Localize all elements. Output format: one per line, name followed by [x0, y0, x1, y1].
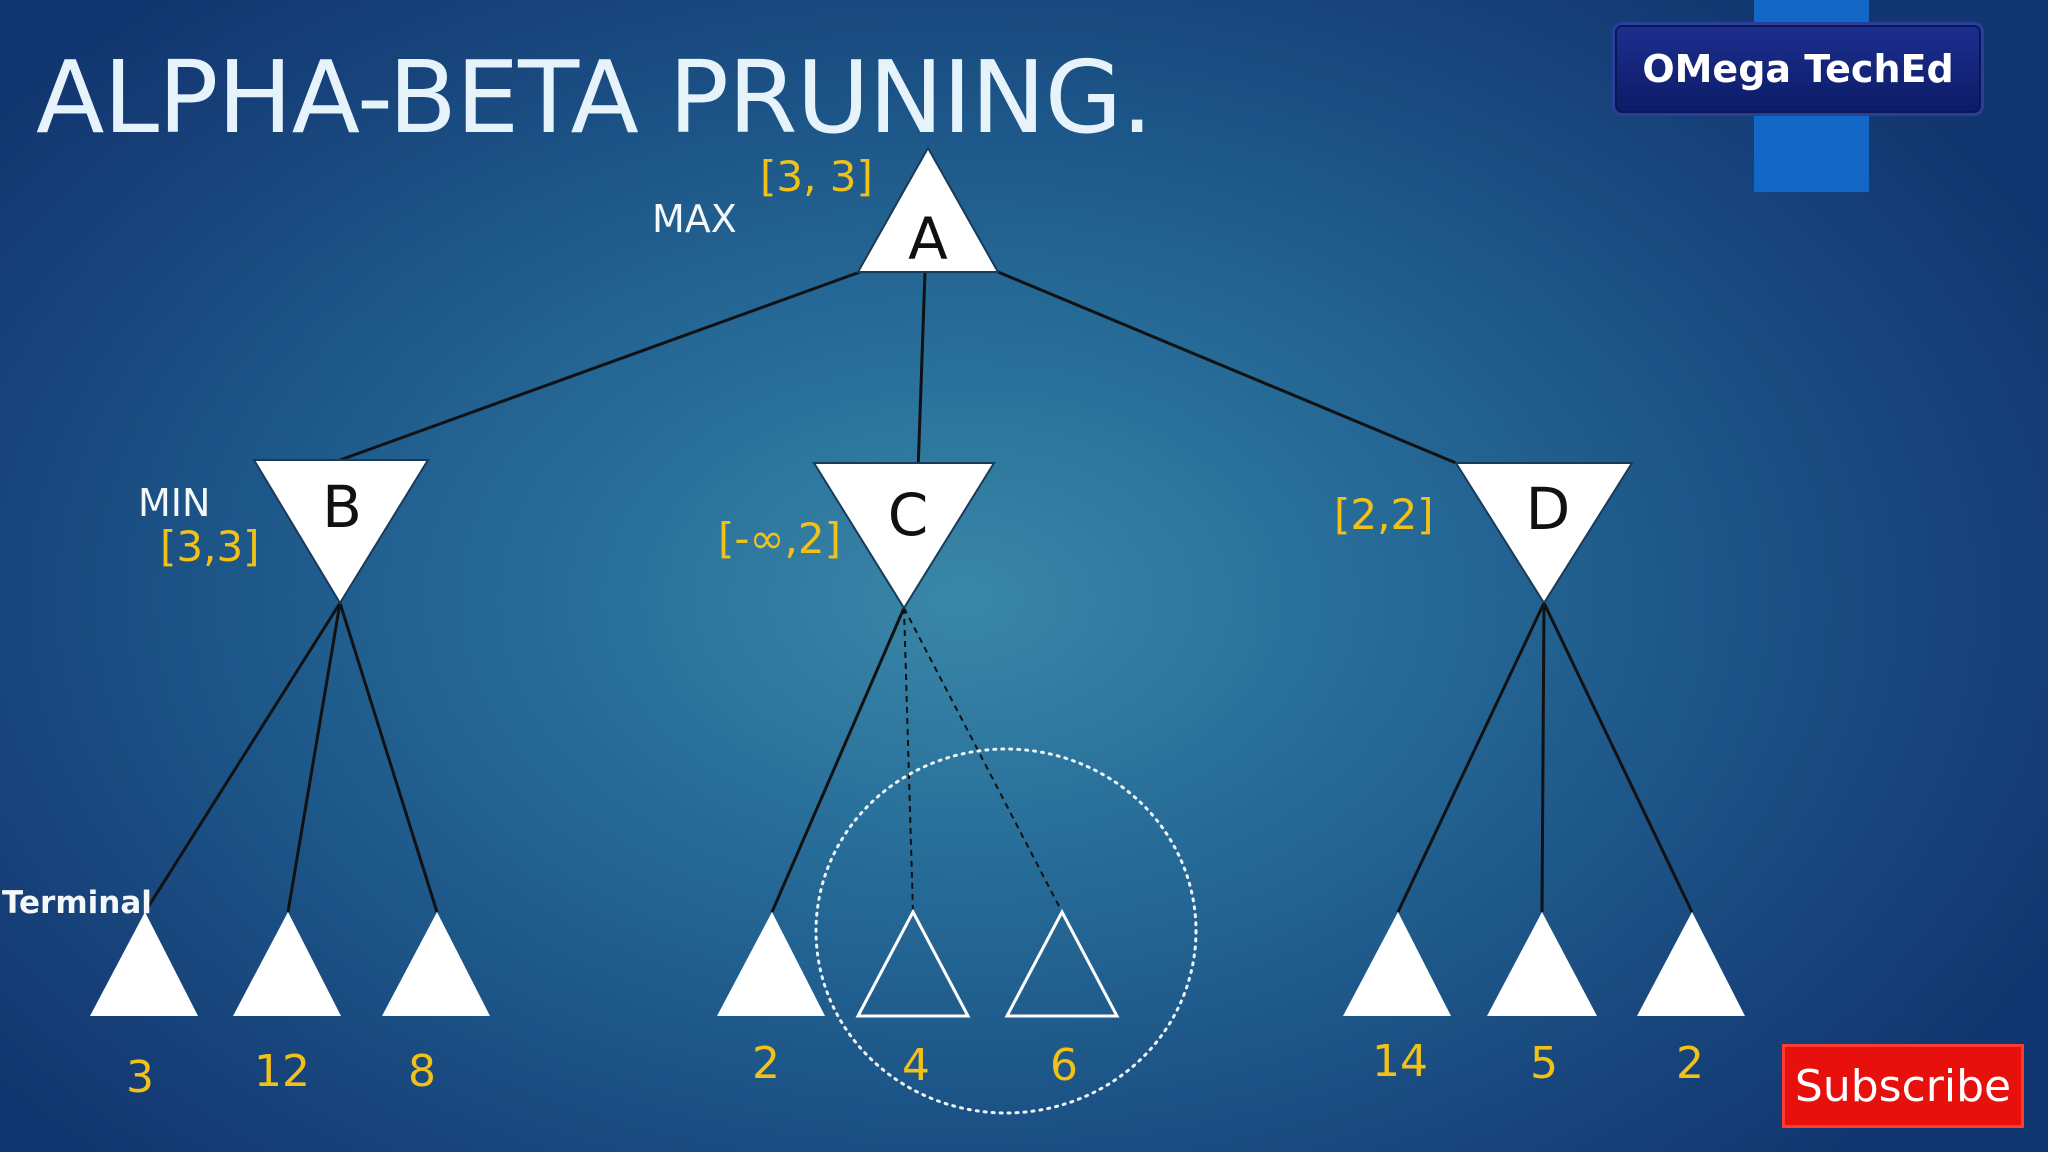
- edge-c-leaf4: [770, 607, 906, 913]
- node-d-interval: [2,2]: [1334, 490, 1434, 539]
- edge-d-leaf9: [1542, 602, 1694, 913]
- leaf-value-6-pruned: 6: [1050, 1040, 1078, 1091]
- node-b-triangle: [252, 459, 430, 605]
- terminal-label: Terminal: [2, 885, 152, 921]
- leaf-value-4: 2: [752, 1038, 780, 1089]
- node-c-interval: [-∞,2]: [718, 514, 841, 563]
- edge-a-d: [997, 270, 1457, 465]
- edge-b-leaf1: [143, 602, 342, 913]
- node-d-letter: D: [1525, 475, 1571, 543]
- node-b-letter: B: [322, 473, 362, 541]
- slide-title: ALPHA-BETA PRUNING.: [36, 39, 1153, 156]
- node-c-triangle: [812, 462, 996, 610]
- leaf-triangle-2: [233, 912, 341, 1016]
- leaf-value-2: 12: [254, 1046, 310, 1097]
- edge-c-leaf6-pruned: [903, 607, 1063, 913]
- edge-d-leaf8: [1540, 602, 1546, 913]
- edge-a-c: [916, 271, 927, 473]
- leaf-triangle-7: [1343, 912, 1451, 1016]
- node-a-interval: [3, 3]: [760, 152, 873, 201]
- leaf-triangle-8: [1487, 912, 1597, 1016]
- subscribe-button[interactable]: Subscribe: [1782, 1044, 2024, 1128]
- leaf-triangle-3: [382, 912, 490, 1016]
- node-a-triangle: [856, 145, 1000, 273]
- leaf-triangle-1: [90, 912, 198, 1016]
- node-b-interval: [3,3]: [160, 522, 260, 571]
- leaf-value-7: 14: [1372, 1036, 1428, 1087]
- edge-d-leaf7: [1396, 602, 1546, 913]
- pruned-region-circle: [814, 747, 1198, 1115]
- leaf-triangle-4: [717, 912, 825, 1016]
- edge-c-leaf5-pruned: [903, 607, 914, 913]
- leaf-triangle-6-pruned: [1004, 908, 1120, 1018]
- leaf-triangle-5-pruned: [855, 908, 971, 1018]
- min-level-label: MIN: [138, 481, 211, 525]
- max-level-label: MAX: [652, 197, 737, 241]
- edge-b-leaf3: [338, 602, 439, 913]
- node-a-letter: A: [908, 205, 948, 273]
- brand-logo: OMega TechEd: [1612, 22, 1984, 116]
- node-c-letter: C: [887, 481, 929, 549]
- leaf-value-5-pruned: 4: [902, 1040, 930, 1091]
- leaf-value-3: 8: [408, 1046, 436, 1097]
- leaf-value-1: 3: [126, 1052, 154, 1103]
- leaf-value-9: 2: [1676, 1038, 1704, 1089]
- leaf-triangle-9: [1637, 912, 1745, 1016]
- leaf-value-8: 5: [1530, 1038, 1558, 1089]
- node-d-triangle: [1454, 462, 1634, 605]
- edge-b-leaf2: [286, 602, 342, 913]
- edge-a-b: [339, 270, 861, 462]
